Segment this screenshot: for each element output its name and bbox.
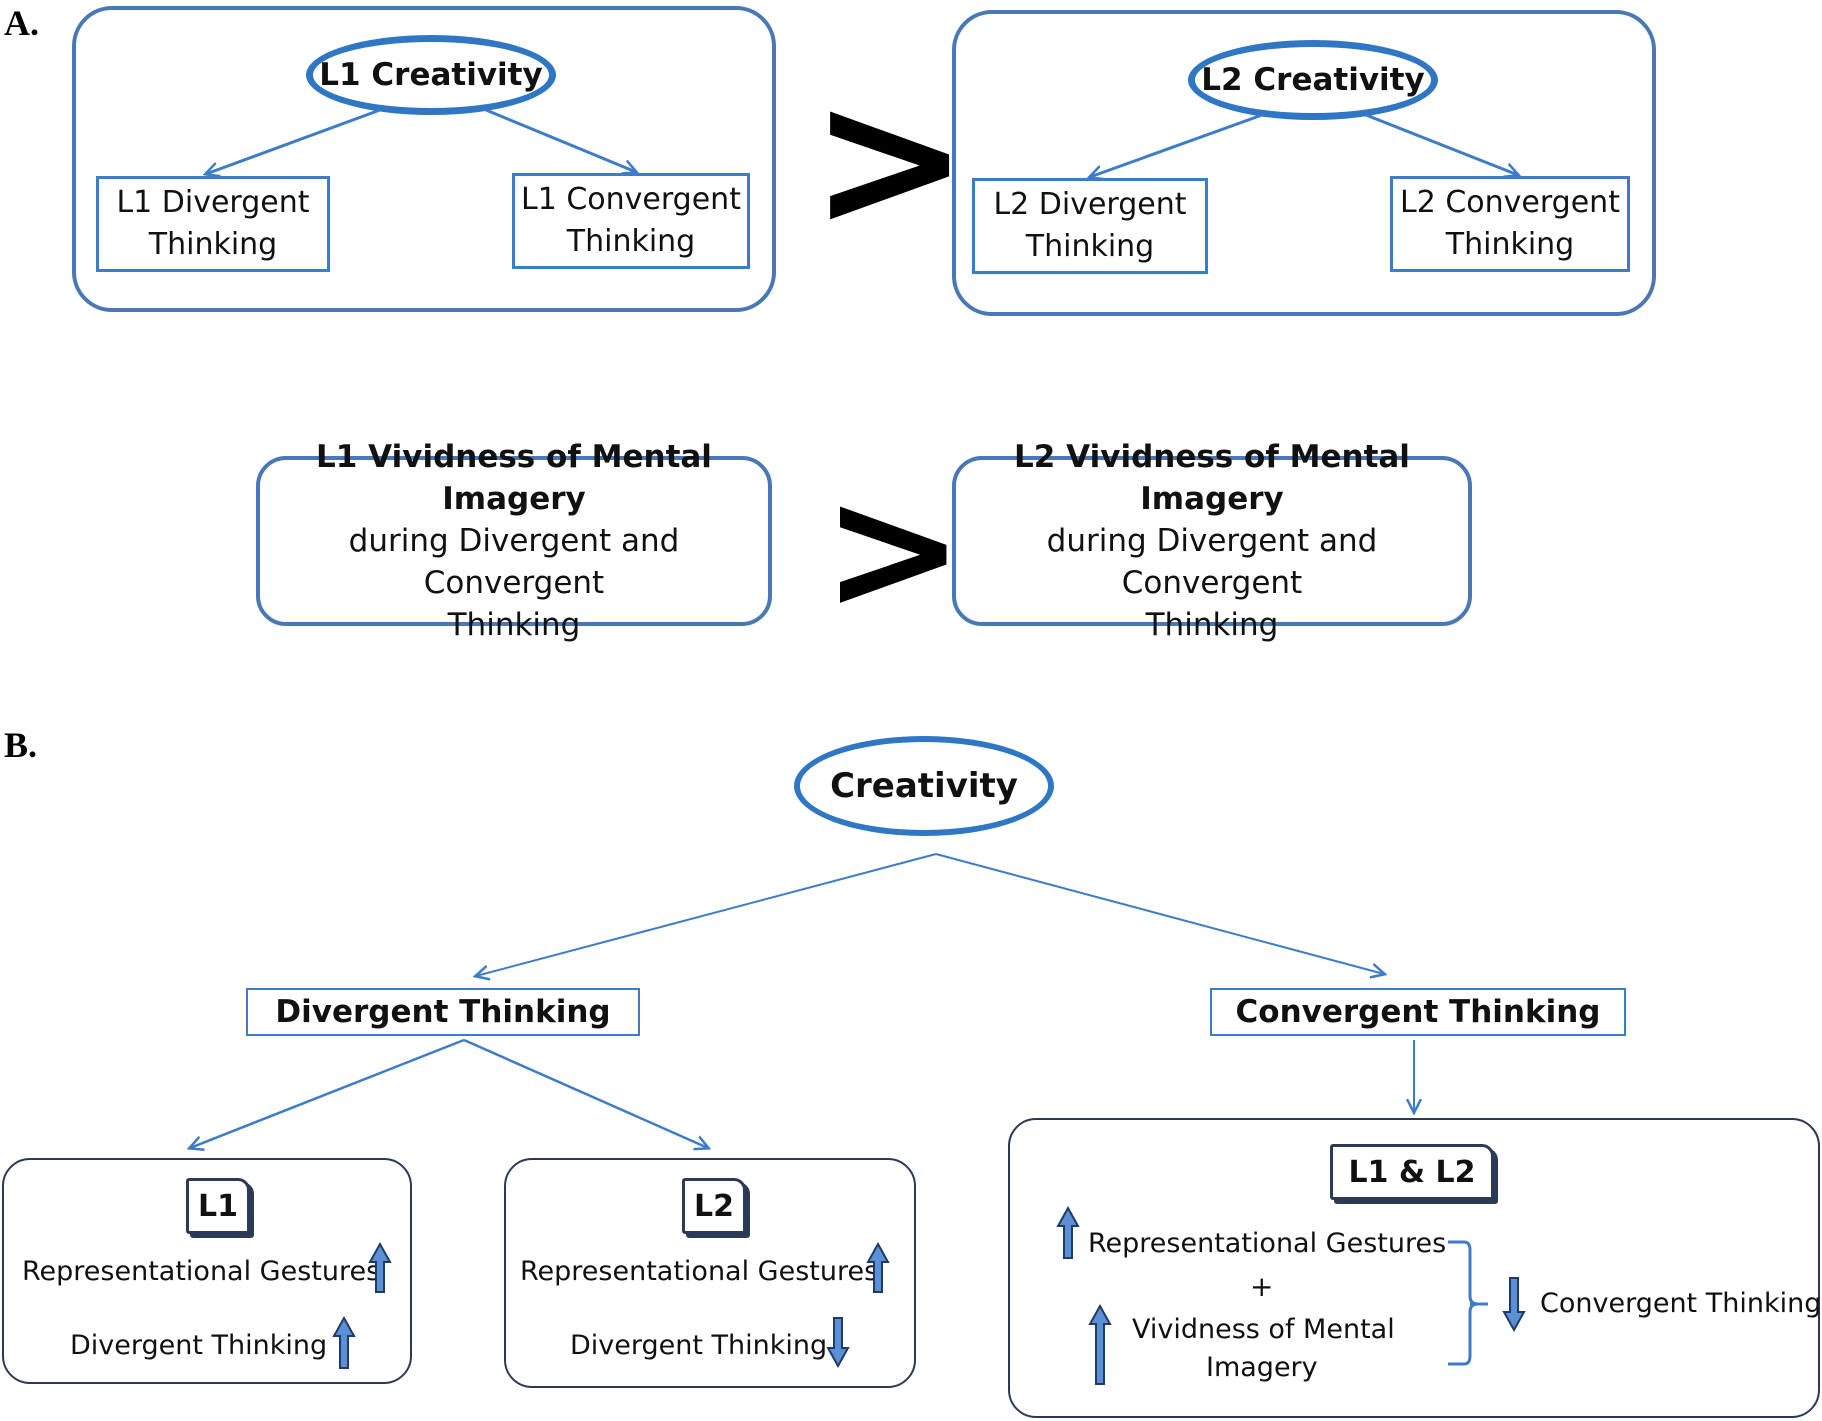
l2-right-connector [1365,113,1518,175]
down-arrow-icon [1502,1277,1526,1333]
l2-creativity-node: L2 Creativity [1188,40,1438,120]
l1-divergent-line1: L1 Divergent [116,185,310,220]
creativity-node: Creativity [794,736,1054,836]
l2-convergent-line2: Thinking [1445,227,1575,262]
l2-imagery-box: L2 Vividness of Mental Imagery during Di… [952,439,1472,643]
l1-imagery-title: L1 Vividness of Mental Imagery [316,439,712,517]
l2-convergent-line1: L2 Convergent [1400,185,1620,220]
greater-than-icon: > [822,451,965,649]
l1-convergent-line2: Thinking [566,224,696,259]
up-arrow-icon [332,1315,356,1369]
l1-gestures-label: Representational Gestures [22,1256,381,1287]
l1-right-connector [485,108,636,172]
l1-divergent-line2: Thinking [148,227,278,262]
l2-left-connector [1090,113,1263,177]
creativity-convergent-connector [935,853,1384,974]
creativity-divergent-connector [476,853,937,976]
l2-tag: L2 [682,1178,746,1234]
l1-imagery-line3: Thinking [447,607,581,643]
l2-divergent-line1: L2 Divergent [993,187,1187,222]
l1-convergent-node: L1 Convergent Thinking [512,173,750,269]
l2-imagery-line3: Thinking [1145,607,1279,643]
convergent-thinking-node: Convergent Thinking [1210,988,1626,1036]
both-plus-label: + [1250,1270,1274,1303]
l1-left-connector [206,108,381,174]
both-imagery-line2: Imagery [1206,1352,1318,1383]
l2-imagery-title: L2 Vividness of Mental Imagery [1014,439,1410,517]
l1-divergent-node: L1 Divergent Thinking [96,176,330,272]
down-arrow-icon [826,1317,850,1369]
l1-tag: L1 [186,1178,250,1234]
bracket-icon [1448,1240,1488,1366]
both-gestures-label: Representational Gestures [1088,1228,1447,1259]
divergent-l2-connector [463,1038,708,1148]
panel-a-label: A. [4,3,39,43]
both-convergent-label: Convergent Thinking [1540,1288,1822,1319]
l2-divergent-line2: Thinking [1025,229,1155,264]
l1-divergent-label: Divergent Thinking [70,1330,328,1361]
l2-divergent-label: Divergent Thinking [570,1330,828,1361]
up-arrow-icon [1056,1205,1080,1259]
l2-gestures-label: Representational Gestures [520,1256,879,1287]
divergent-l1-connector [190,1038,465,1148]
l1-convergent-line1: L1 Convergent [521,182,741,217]
both-tag: L1 & L2 [1330,1144,1494,1200]
up-arrow-icon [368,1241,392,1293]
up-arrow-icon [866,1241,890,1293]
l2-imagery-line2: during Divergent and Convergent [1046,523,1378,601]
panel-b-label: B. [4,725,38,765]
l1-imagery-box: L1 Vividness of Mental Imagery during Di… [256,439,772,643]
l1-creativity-node: L1 Creativity [306,35,556,115]
greater-than-icon: > [810,49,970,270]
divergent-thinking-node: Divergent Thinking [246,988,640,1036]
up-arrow-icon [1088,1303,1112,1385]
l2-divergent-node: L2 Divergent Thinking [972,178,1208,274]
both-imagery-line1: Vividness of Mental [1132,1314,1395,1345]
l1-imagery-line2: during Divergent and Convergent [348,523,680,601]
